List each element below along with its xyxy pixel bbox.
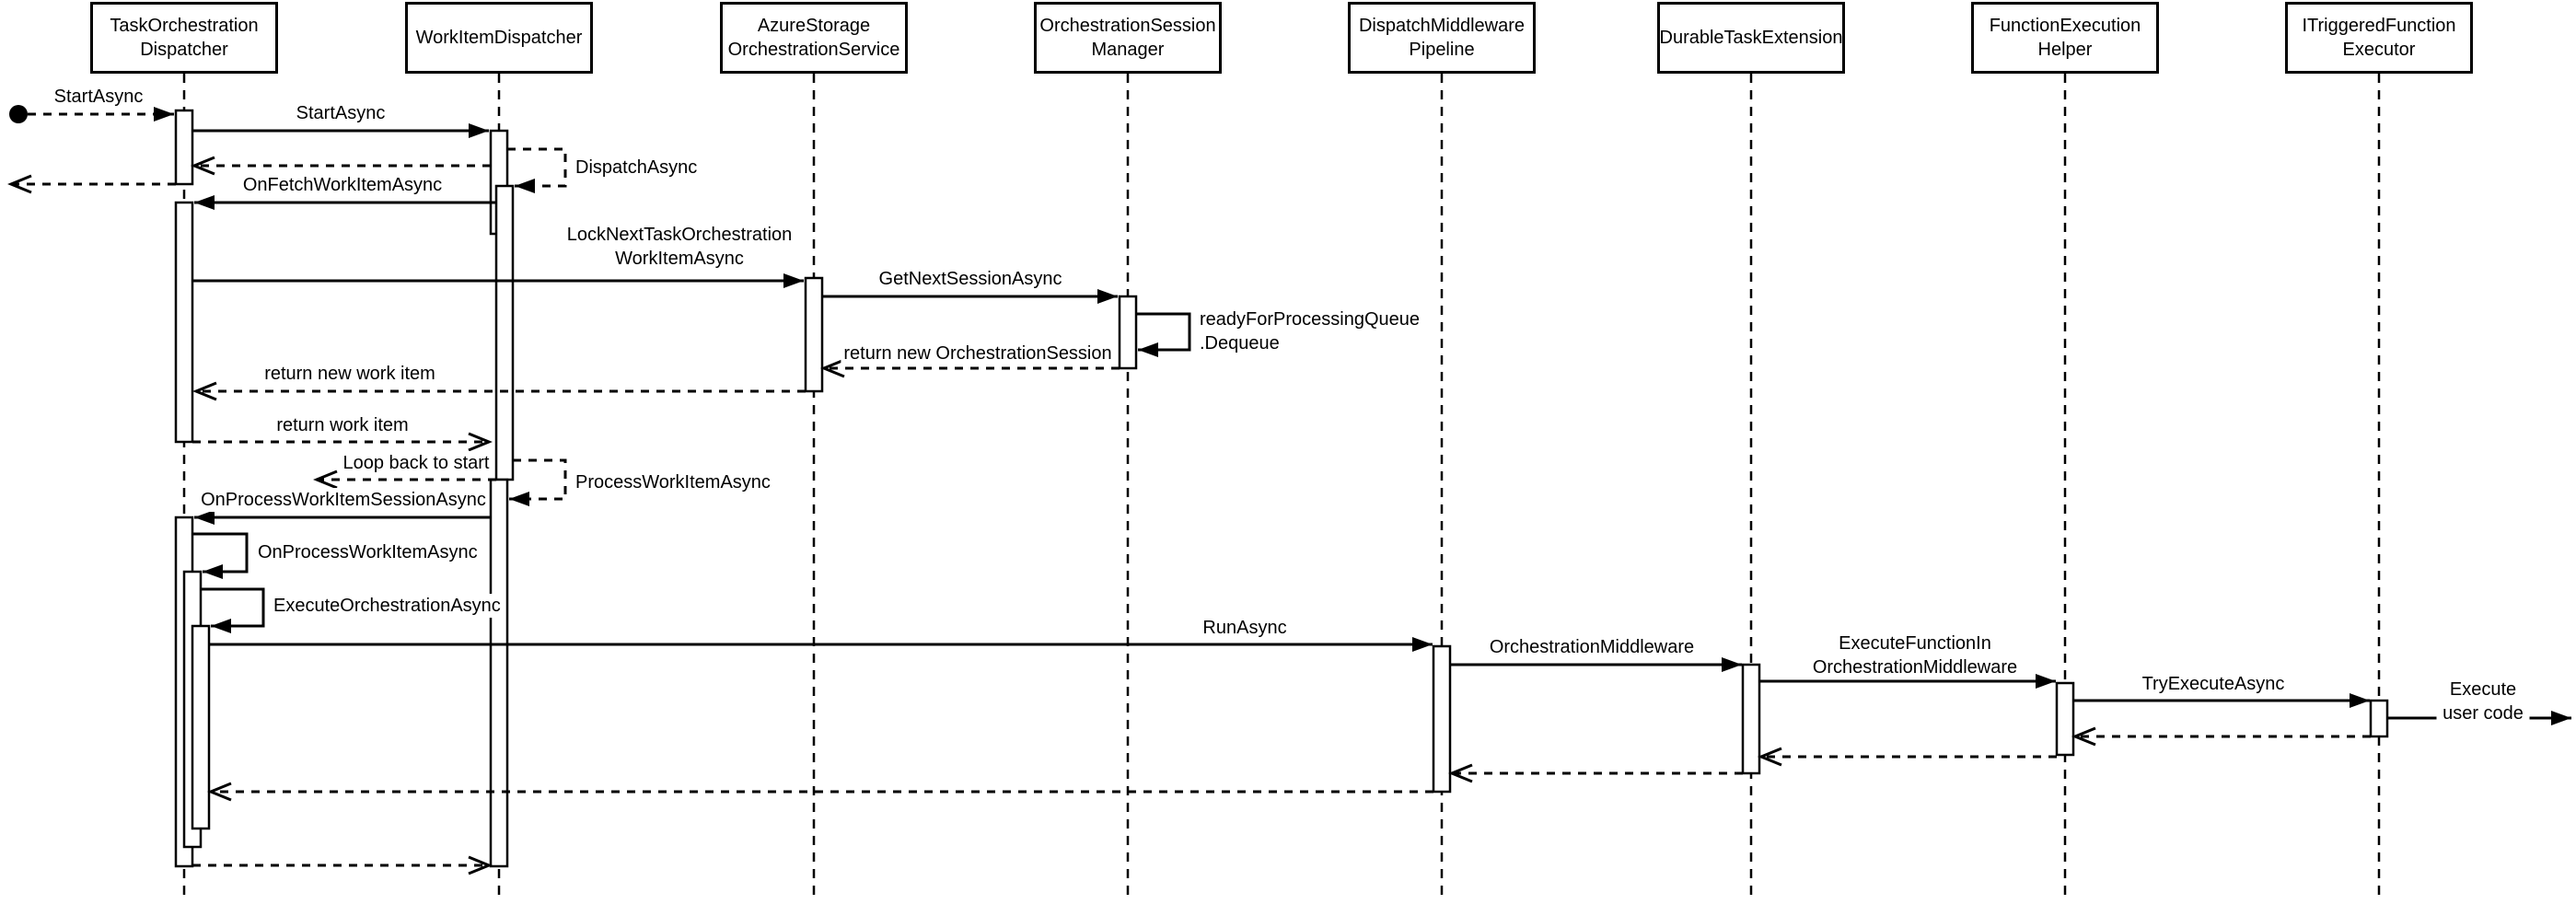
message-label-get-next-session-async: GetNextSessionAsync xyxy=(876,267,1065,291)
message-label-run-async: RunAsync xyxy=(1200,616,1290,640)
activation-bar-work-item-dispatcher xyxy=(489,478,509,868)
participant-durable-task-extension: DurableTaskExtension xyxy=(1657,2,1845,74)
message-label-dispatch-async: DispatchAsync xyxy=(573,156,701,180)
message-label-try-execute-async: TryExecuteAsync xyxy=(2139,672,2288,696)
participant-function-execution-helper: FunctionExecution Helper xyxy=(1971,2,2159,74)
message-label-execute-user-code: Execute user code xyxy=(2436,678,2530,725)
arrowhead-filled-on-process-work-item-session-async xyxy=(194,510,215,525)
message-label-on-process-work-item-async: OnProcessWorkItemAsync xyxy=(255,540,481,564)
participant-itriggered-function-executor: ITriggeredFunction Executor xyxy=(2285,2,2473,74)
arrowhead-filled-orchestration-middleware xyxy=(1722,657,1742,672)
arrowhead-open-return-to-function-execution-helper xyxy=(2071,726,2096,747)
activation-bar-itriggered-function-executor xyxy=(2369,699,2389,738)
arrowhead-filled-start-async xyxy=(469,123,489,138)
message-label-start-async-found: StartAsync xyxy=(51,85,146,109)
activation-bar-dispatch-middleware-pipeline xyxy=(1432,644,1452,794)
message-label-loop-back-to-start: Loop back to start xyxy=(340,451,493,475)
arrowhead-open-loop-back-to-start xyxy=(313,469,338,490)
message-label-return-new-orchestration-session: return new OrchestrationSession xyxy=(841,342,1115,365)
activation-bar-task-orchestration-dispatcher xyxy=(191,624,211,830)
arrowhead-filled-get-next-session-async xyxy=(1097,289,1118,304)
arrowhead-filled-execute-orchestration-async xyxy=(211,619,231,633)
participant-azure-storage-orchestration-service: AzureStorage OrchestrationService xyxy=(720,2,908,74)
arrowhead-filled-execute-user-code xyxy=(2551,711,2571,725)
message-arrow-on-process-work-item-async xyxy=(192,532,249,574)
message-label-on-fetch-work-item-async: OnFetchWorkItemAsync xyxy=(239,173,446,197)
arrowhead-open-return-to-caller xyxy=(7,174,32,194)
activation-bar-orchestration-session-manager xyxy=(1118,295,1138,370)
arrowhead-filled-on-fetch-work-item-async xyxy=(194,195,215,210)
arrowhead-filled-run-async xyxy=(1412,637,1433,652)
activation-bar-durable-task-extension xyxy=(1741,663,1761,775)
arrowhead-open-return-to-dispatch-middleware-pipeline xyxy=(1448,763,1473,783)
message-label-start-async: StartAsync xyxy=(293,101,389,125)
activation-bar-work-item-dispatcher xyxy=(494,184,515,481)
message-label-execute-orchestration-async: ExecuteOrchestrationAsync xyxy=(271,594,504,618)
message-label-return-work-item: return work item xyxy=(273,413,412,437)
activation-bar-azure-storage-orchestration-service xyxy=(804,276,824,393)
arrowhead-open-return-new-work-item xyxy=(192,381,217,401)
arrowhead-open-return-work-item xyxy=(468,432,493,452)
message-label-execute-function-in-orchestration-middleware: ExecuteFunctionIn OrchestrationMiddlewar… xyxy=(1809,632,2021,679)
activation-bar-function-execution-helper xyxy=(2055,681,2075,757)
message-label-process-work-item-async: ProcessWorkItemAsync xyxy=(573,470,773,494)
participant-orchestration-session-manager: OrchestrationSession Manager xyxy=(1034,2,1222,74)
activation-bar-task-orchestration-dispatcher xyxy=(174,109,194,186)
participant-work-item-dispatcher: WorkItemDispatcher xyxy=(405,2,593,74)
message-arrow-process-work-item-async xyxy=(509,458,567,501)
arrowhead-open-return-new-orchestration-session xyxy=(820,358,845,378)
message-label-return-new-work-item: return new work item xyxy=(261,362,438,386)
message-arrow-ready-for-processing-queue-dequeue xyxy=(1136,312,1191,352)
arrowhead-filled-process-work-item-async xyxy=(509,492,529,506)
message-arrow-execute-orchestration-async xyxy=(201,587,265,628)
initial-node xyxy=(9,105,28,123)
participant-task-orchestration-dispatcher: TaskOrchestration Dispatcher xyxy=(90,2,278,74)
message-label-lock-next-task-orchestration-work-item-async: LockNextTaskOrchestration WorkItemAsync xyxy=(563,223,795,271)
message-arrow-dispatch-async xyxy=(507,147,567,188)
arrowhead-open-return-to-task-orchestration-dispatcher xyxy=(207,782,232,802)
activation-bar-task-orchestration-dispatcher xyxy=(174,201,194,444)
arrowhead-filled-dispatch-async xyxy=(515,179,535,193)
arrowhead-filled-start-async-found xyxy=(154,107,174,122)
arrowhead-open-return-to-durable-task-extension xyxy=(1758,747,1782,767)
arrowhead-filled-execute-function-in-orchestration-middleware xyxy=(2036,674,2056,689)
arrowhead-open-return-to-dispatcher xyxy=(191,156,215,176)
message-label-ready-for-processing-queue-dequeue: readyForProcessingQueue .Dequeue xyxy=(1197,307,1423,355)
arrowhead-open-return-to-work-item-dispatcher xyxy=(468,855,493,875)
arrowhead-filled-on-process-work-item-async xyxy=(203,564,223,579)
message-label-orchestration-middleware: OrchestrationMiddleware xyxy=(1486,635,1698,659)
arrowhead-filled-ready-for-processing-queue-dequeue xyxy=(1138,342,1158,357)
arrowhead-filled-lock-next-task-orchestration-work-item-async xyxy=(783,273,804,288)
message-label-on-process-work-item-session-async: OnProcessWorkItemSessionAsync xyxy=(198,488,489,512)
participant-dispatch-middleware-pipeline: DispatchMiddleware Pipeline xyxy=(1348,2,1536,74)
arrowhead-filled-try-execute-async xyxy=(2350,693,2370,708)
